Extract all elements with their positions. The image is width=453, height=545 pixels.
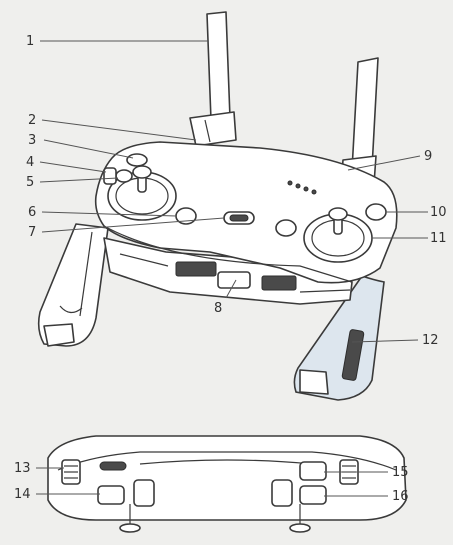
callout-16: 16 bbox=[392, 489, 409, 504]
callout-7: 7 bbox=[28, 225, 36, 240]
callout-11: 11 bbox=[430, 231, 447, 246]
left-control-stick bbox=[107, 165, 177, 221]
callout-9: 9 bbox=[424, 149, 432, 164]
controller-rear-view bbox=[47, 435, 407, 533]
callout-12: 12 bbox=[422, 333, 439, 348]
stored-sticks bbox=[119, 504, 311, 533]
callout-6: 6 bbox=[28, 205, 36, 220]
callout-15: 15 bbox=[392, 465, 409, 480]
left-grip bbox=[37, 223, 109, 347]
left-antenna bbox=[189, 11, 237, 147]
right-grip bbox=[293, 275, 385, 401]
battery-level-leds bbox=[287, 180, 317, 195]
callout-5: 5 bbox=[26, 175, 34, 190]
callout-1: 1 bbox=[26, 34, 34, 49]
callout-4: 4 bbox=[26, 155, 34, 170]
callout-8: 8 bbox=[214, 301, 222, 316]
mobile-device-holder bbox=[103, 237, 353, 305]
callout-3: 3 bbox=[28, 133, 36, 148]
controller-top-view bbox=[37, 11, 398, 401]
callout-13: 13 bbox=[14, 461, 31, 476]
center-buttons bbox=[175, 203, 387, 237]
callout-labels: 1 2 3 4 5 6 7 8 9 10 11 12 13 14 15 16 bbox=[14, 34, 447, 504]
callout-2: 2 bbox=[28, 113, 36, 128]
callout-14: 14 bbox=[14, 487, 31, 502]
callout-10: 10 bbox=[430, 205, 447, 220]
leader-lines bbox=[36, 40, 428, 497]
left-shoulder-controls bbox=[103, 153, 148, 185]
right-control-stick bbox=[303, 207, 373, 263]
